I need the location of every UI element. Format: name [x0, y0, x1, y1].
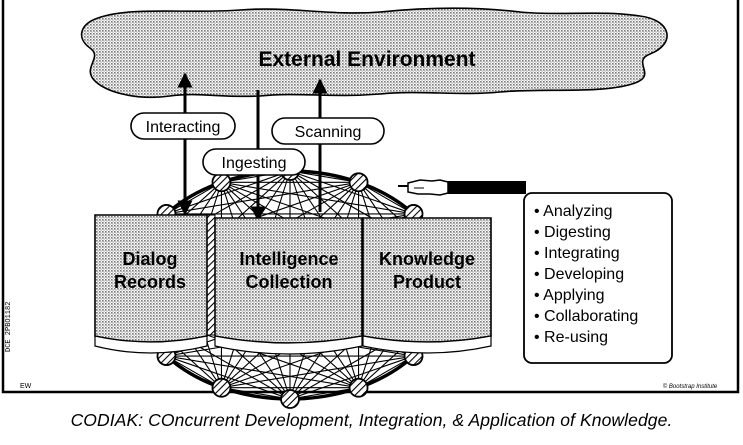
document-title: Dialog [122, 249, 177, 269]
flow-label-text: Scanning [295, 124, 362, 141]
flow-label-scanning: Scanning [271, 117, 385, 145]
document-title: Intelligence [239, 249, 338, 269]
activity-item: • Collaborating [534, 308, 638, 325]
environment-label: External Environment [258, 48, 475, 71]
document-subtitle: Records [114, 272, 186, 292]
activity-item: • Analyzing [534, 203, 613, 220]
network-link [221, 181, 414, 215]
activity-item: • Integrating [534, 245, 620, 262]
side-stamp: DCE 2PBO1182 [5, 302, 13, 352]
activity-item: • Re-using [534, 329, 608, 346]
external-environment-cloud: External Environment [80, 7, 668, 99]
activity-item: • Applying [534, 287, 605, 304]
network-link [221, 355, 414, 389]
activity-item: • Digesting [534, 224, 611, 241]
activities-box: • Analyzing • Digesting • Integrating • Dev… [523, 192, 673, 364]
flow-label-text: Ingesting [222, 155, 287, 172]
network-band [206, 214, 216, 336]
document-subtitle: Product [393, 272, 461, 292]
network-node [211, 172, 232, 193]
network-node [348, 172, 369, 193]
flow-label-interacting: Interacting [130, 112, 236, 140]
network-node [211, 377, 232, 398]
document-dialog-records: Dialog Records [94, 214, 208, 354]
caption: CODIAK: COncurrent Development, Integrat… [70, 410, 673, 430]
activity-item: • Developing [534, 266, 624, 283]
activities-list: • Analyzing • Digesting • Integrating • Dev… [534, 203, 638, 346]
outer-frame [1, 0, 740, 394]
document-knowledge-product: Knowledge Product [362, 217, 492, 354]
network-link [166, 355, 291, 400]
flow-label-text: Interacting [146, 119, 221, 136]
document-title: Knowledge [379, 249, 475, 269]
footer-marks: EW © Bootstrap Institute DCE 2PBO1182 [5, 302, 718, 390]
footer-left-mark: EW [20, 383, 32, 390]
network-node [348, 377, 369, 398]
flow-label-ingesting: Ingesting [202, 148, 306, 176]
document-intelligence-collection: Intelligence Collection [214, 217, 363, 355]
document-subtitle: Collection [245, 272, 332, 292]
network-node [280, 389, 300, 409]
footer-right-mark: © Bootstrap Institute [663, 383, 718, 390]
network-link [166, 355, 359, 389]
network-link [166, 181, 359, 215]
pointing-hand-icon [398, 179, 526, 196]
